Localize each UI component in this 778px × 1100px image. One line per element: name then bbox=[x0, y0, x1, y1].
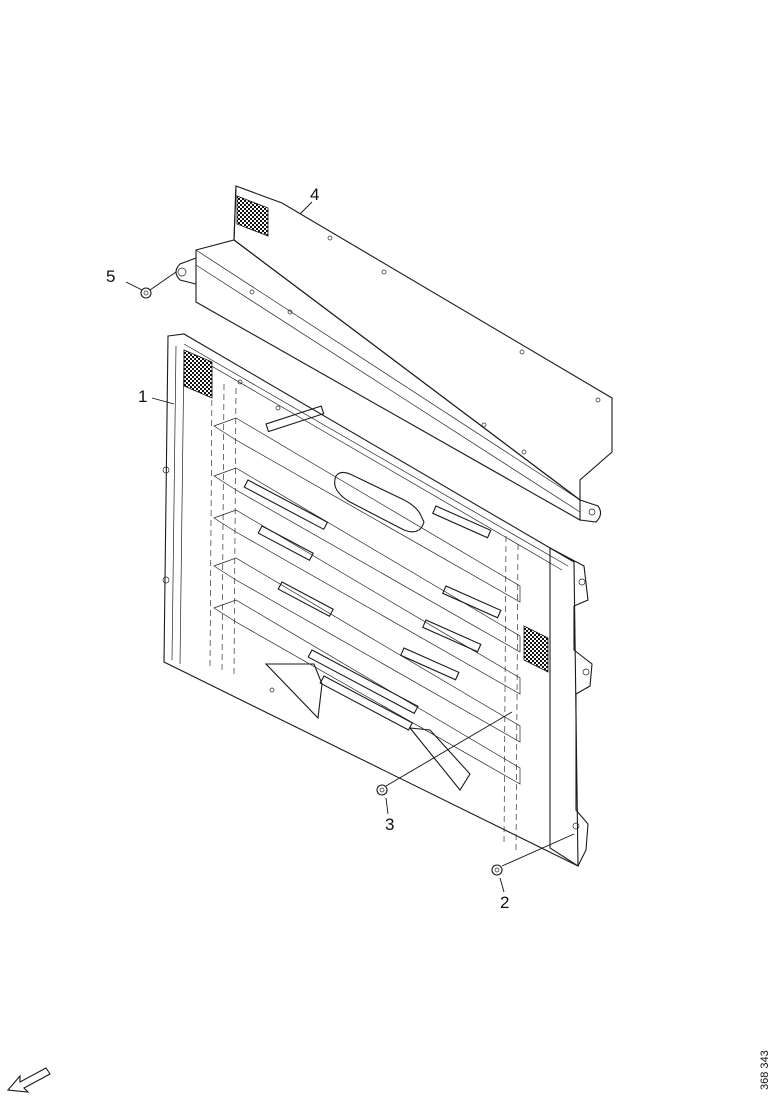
nut-part-3 bbox=[376, 784, 388, 796]
leader-line-1 bbox=[151, 397, 175, 405]
top-cover-part-4 bbox=[175, 185, 613, 523]
callout-4: 4 bbox=[310, 185, 319, 204]
panel-vent-grille-right bbox=[523, 625, 549, 673]
leader-line-3 bbox=[385, 711, 513, 787]
leader-line-4 bbox=[299, 201, 313, 215]
screw-part-5 bbox=[140, 287, 152, 299]
screw-part-2 bbox=[491, 864, 503, 876]
vent-grille bbox=[236, 195, 269, 237]
leader-line-5b bbox=[149, 271, 177, 291]
leader-line-2 bbox=[501, 833, 575, 867]
front-arrow-icon bbox=[6, 1067, 51, 1093]
callout-1: 1 bbox=[138, 387, 147, 406]
panel-vent-grille bbox=[183, 349, 213, 399]
callout-2: 2 bbox=[500, 893, 509, 912]
callout-3: 3 bbox=[385, 815, 394, 834]
card-slots bbox=[213, 405, 521, 785]
leader-line-5 bbox=[125, 281, 143, 291]
leader-line-3b bbox=[385, 797, 389, 815]
backplane-panel-part-1 bbox=[162, 333, 593, 867]
reference-number: 368 343 bbox=[759, 1050, 771, 1090]
callout-5: 5 bbox=[106, 267, 115, 286]
leader-line-2b bbox=[499, 877, 505, 893]
